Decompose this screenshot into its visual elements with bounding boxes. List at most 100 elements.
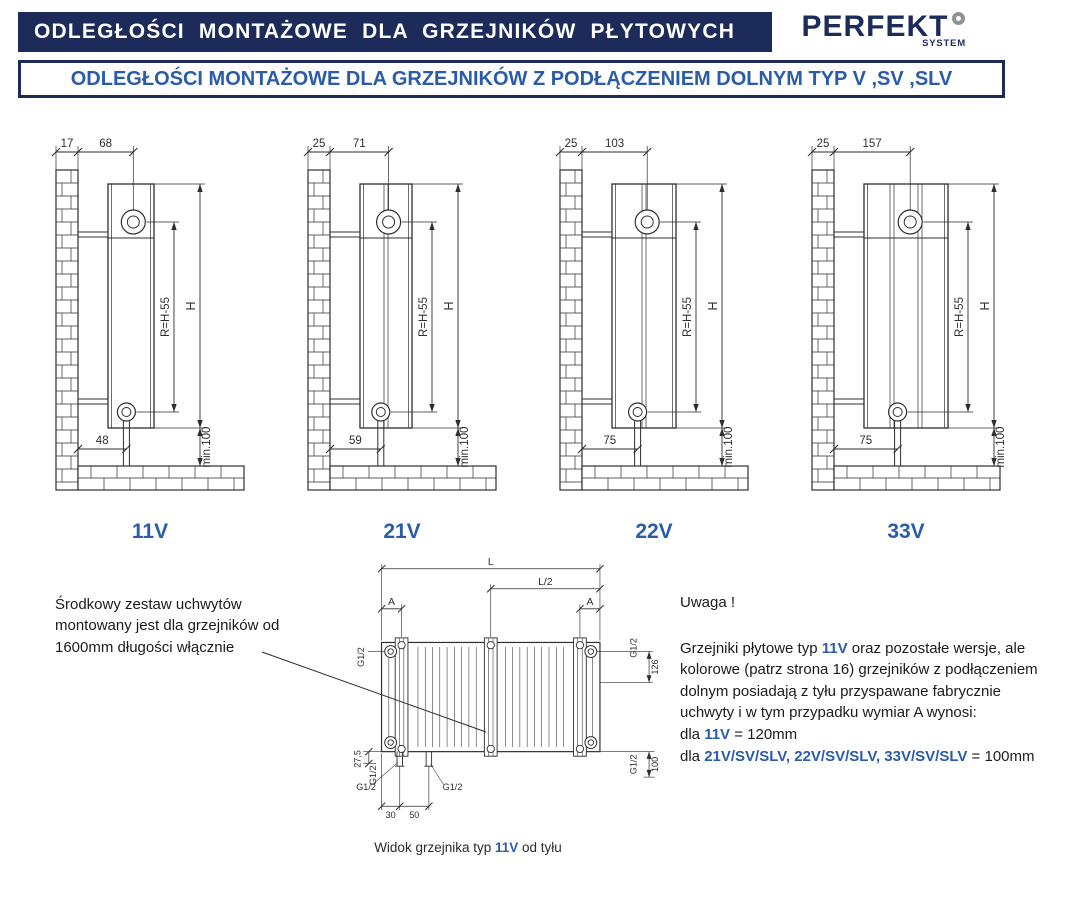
wall bbox=[559, 169, 583, 491]
rear-caption: Widok grzejnika typ 11V od tyłu bbox=[272, 840, 664, 855]
connection bbox=[384, 645, 398, 658]
type-label-33v: 33V bbox=[887, 520, 925, 543]
note-value-11v: 11V bbox=[704, 725, 731, 743]
bottom-connection bbox=[371, 402, 391, 422]
logo-ring-icon bbox=[951, 12, 965, 25]
note-value-other: 21V/SV/SLV, 22V/SV/SLV, 33V/SV/SLV bbox=[704, 747, 968, 765]
dim-r: R=H-55 bbox=[160, 297, 172, 337]
section-banner: ODLEGŁOŚCI MONTAŻOWE DLA GRZEJNIKÓW Z PO… bbox=[18, 60, 1005, 98]
dim-r: R=H-55 bbox=[954, 297, 966, 337]
dim-length: L bbox=[488, 557, 494, 568]
note-text: = 120mm bbox=[730, 725, 798, 743]
dim-g12: G1/2 bbox=[628, 755, 638, 775]
note-text: oraz pozostałe wersje, ale kolorowe (pat… bbox=[680, 639, 1038, 722]
note-title: Uwaga ! bbox=[680, 594, 736, 611]
dim-g12: G1/2 bbox=[356, 782, 376, 792]
note-brackets: Środkowy zestaw uchwytów montowany jest … bbox=[55, 596, 280, 656]
type-label-21v: 21V bbox=[383, 520, 421, 543]
dim-g12: G1/2 bbox=[443, 782, 463, 792]
note-uwaga: Uwaga ! Grzejniki płytowe typ 11V oraz p… bbox=[680, 592, 1058, 767]
dim-a-right: A bbox=[586, 597, 593, 608]
valve bbox=[120, 209, 146, 235]
dim-h: H bbox=[978, 301, 992, 310]
valve bbox=[634, 209, 660, 235]
note-text: Grzejniki płytowe typ bbox=[680, 639, 822, 657]
dim-a-left: A bbox=[388, 597, 395, 608]
dim-bottom: 75 bbox=[603, 435, 616, 447]
dim-h: H bbox=[184, 301, 198, 310]
mounting-bracket bbox=[394, 637, 409, 757]
valve bbox=[897, 209, 923, 235]
connection bbox=[584, 736, 598, 749]
dim-bottom: 59 bbox=[349, 435, 362, 447]
caption-text: od tyłu bbox=[518, 840, 562, 855]
dim-wall-gap: 25 bbox=[313, 138, 326, 150]
type-label-11v: 11V bbox=[131, 520, 169, 543]
dim-h: H bbox=[706, 301, 720, 310]
dim-wall-gap: 25 bbox=[565, 138, 578, 150]
dim-wall-to-valve: 68 bbox=[99, 138, 112, 150]
bottom-connection bbox=[116, 402, 137, 422]
dim-g12: G1/2 bbox=[628, 638, 638, 658]
connection bbox=[384, 736, 398, 749]
dim-g12: G1/2 bbox=[368, 765, 378, 785]
dim-half-length: L/2 bbox=[538, 577, 553, 588]
wall bbox=[307, 169, 331, 491]
dim-r: R=H-55 bbox=[418, 297, 430, 337]
dim-50: 50 bbox=[409, 810, 419, 820]
mounting-bracket bbox=[483, 637, 498, 757]
note-paragraph: Grzejniki płytowe typ 11V oraz pozostałe… bbox=[680, 638, 1058, 724]
dim-wall-to-valve: 103 bbox=[605, 138, 624, 150]
dim-min-clearance: min.100 bbox=[201, 427, 213, 468]
bottom-connection bbox=[627, 402, 648, 422]
dim-min-clearance: min.100 bbox=[995, 427, 1007, 468]
note-text: dla bbox=[680, 725, 705, 743]
dim-wall-to-valve: 71 bbox=[353, 138, 366, 150]
dim-min-clearance: min.100 bbox=[723, 427, 735, 468]
dim-wall-gap: 17 bbox=[61, 138, 74, 150]
valve bbox=[375, 209, 402, 235]
dim-126: 126 bbox=[650, 659, 660, 674]
dim-bottom: 75 bbox=[859, 435, 872, 447]
dim-wall-gap: 25 bbox=[817, 138, 830, 150]
brand-subtitle: SYSTEM bbox=[922, 38, 966, 49]
wall bbox=[811, 169, 835, 491]
dim-r: R=H-55 bbox=[682, 297, 694, 337]
brand-name: PERFEKT bbox=[801, 10, 949, 43]
dim-bottom: 48 bbox=[96, 435, 109, 447]
dim-g12: G1/2 bbox=[356, 647, 366, 667]
note-text: = 100mm bbox=[967, 747, 1035, 765]
dim-min-clearance: min.100 bbox=[459, 427, 471, 468]
bottom-section: Środkowy zestaw uchwytów montowany jest … bbox=[0, 556, 1072, 898]
type-label-22v: 22V bbox=[635, 520, 673, 543]
dim-275: 27,5 bbox=[353, 750, 363, 768]
bottom-connection bbox=[887, 402, 908, 422]
connection bbox=[584, 645, 598, 658]
dim-30: 30 bbox=[386, 810, 396, 820]
note-line-11v: dla 11V = 120mm bbox=[680, 724, 1058, 746]
caption-type: 11V bbox=[494, 840, 519, 855]
dim-100: 100 bbox=[650, 757, 660, 772]
page-title: ODLEGŁOŚCI MONTAŻOWE DLA GRZEJNIKÓW PŁYT… bbox=[34, 20, 736, 43]
brand-logo: PERFEKT SYSTEM bbox=[772, 7, 994, 55]
mounting-bracket bbox=[573, 637, 587, 757]
dim-wall-to-valve: 157 bbox=[863, 138, 882, 150]
wall bbox=[55, 169, 79, 491]
type-labels-row: 11V 21V 22V 33V bbox=[24, 520, 1032, 544]
section-title: ODLEGŁOŚCI MONTAŻOWE DLA GRZEJNIKÓW Z PO… bbox=[70, 67, 953, 90]
note-line-other-types: dla 21V/SV/SLV, 22V/SV/SLV, 33V/SV/SLV =… bbox=[680, 746, 1058, 768]
note-text: dla bbox=[680, 747, 705, 765]
note-type-11v: 11V bbox=[821, 639, 848, 657]
dim-h: H bbox=[442, 301, 456, 310]
